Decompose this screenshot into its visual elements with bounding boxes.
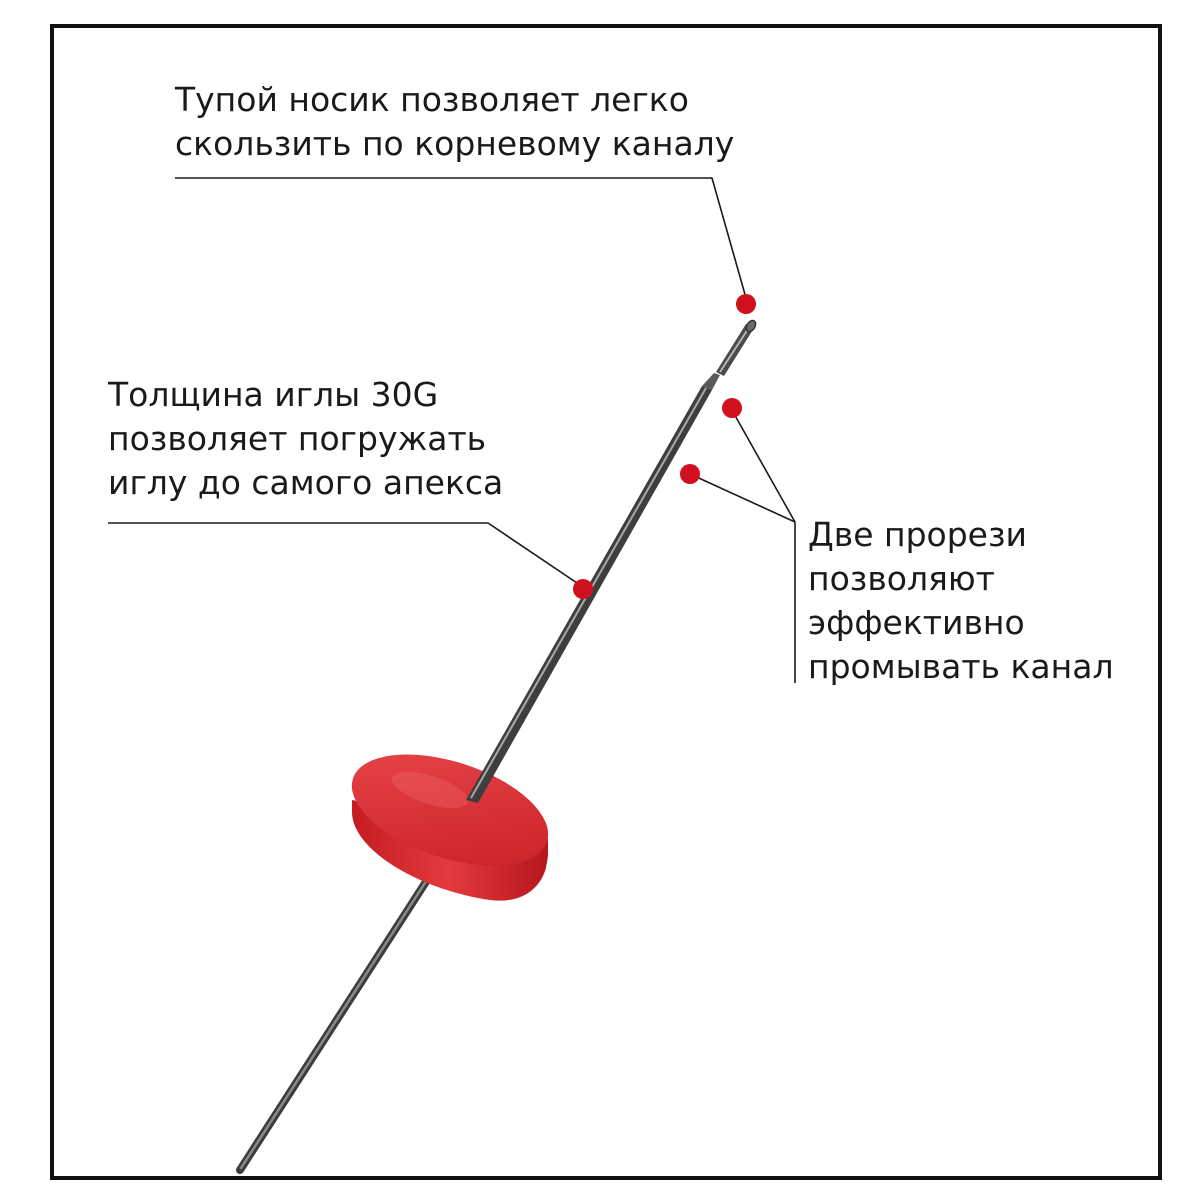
- annotation-two-slots-line: позволяют: [808, 559, 995, 598]
- silicone-stopper: [351, 754, 549, 901]
- marker-dot-slot-lower: [680, 464, 700, 484]
- leader-line-slot-upper: [732, 411, 796, 523]
- annotation-blunt-tip: Тупой носик позволяет легко скользить по…: [175, 78, 734, 166]
- marker-dot-tip: [736, 294, 756, 314]
- leader-line-tip: [175, 177, 747, 299]
- leader-line-slot-lower: [689, 473, 796, 523]
- marker-dot-gauge: [573, 579, 593, 599]
- annotation-two-slots: Две прорези позволяют эффективно промыва…: [808, 513, 1114, 689]
- leader-line-gauge: [108, 522, 581, 586]
- markers: [573, 294, 756, 599]
- annotation-needle-gauge-line: Толщина иглы 30G: [108, 375, 439, 414]
- image-frame: [50, 24, 1162, 1180]
- annotation-blunt-tip-line: Тупой носик позволяет легко: [175, 80, 689, 119]
- annotation-needle-gauge: Толщина иглы 30G позволяет погружать игл…: [108, 373, 503, 505]
- annotation-needle-gauge-line: позволяет погружать: [108, 419, 487, 458]
- annotation-two-slots-line: промывать канал: [808, 647, 1114, 686]
- needle-shaft-upper: [466, 319, 757, 803]
- annotation-two-slots-line: эффективно: [808, 603, 1025, 642]
- annotation-needle-gauge-line: иглу до самого апекса: [108, 463, 504, 502]
- annotation-blunt-tip-line: скользить по корневому каналу: [175, 124, 735, 163]
- leader-lines: [108, 177, 796, 683]
- needle-shaft-lower: [236, 856, 444, 1174]
- marker-dot-slot-upper: [722, 398, 742, 418]
- annotation-two-slots-line: Две прорези: [808, 515, 1027, 554]
